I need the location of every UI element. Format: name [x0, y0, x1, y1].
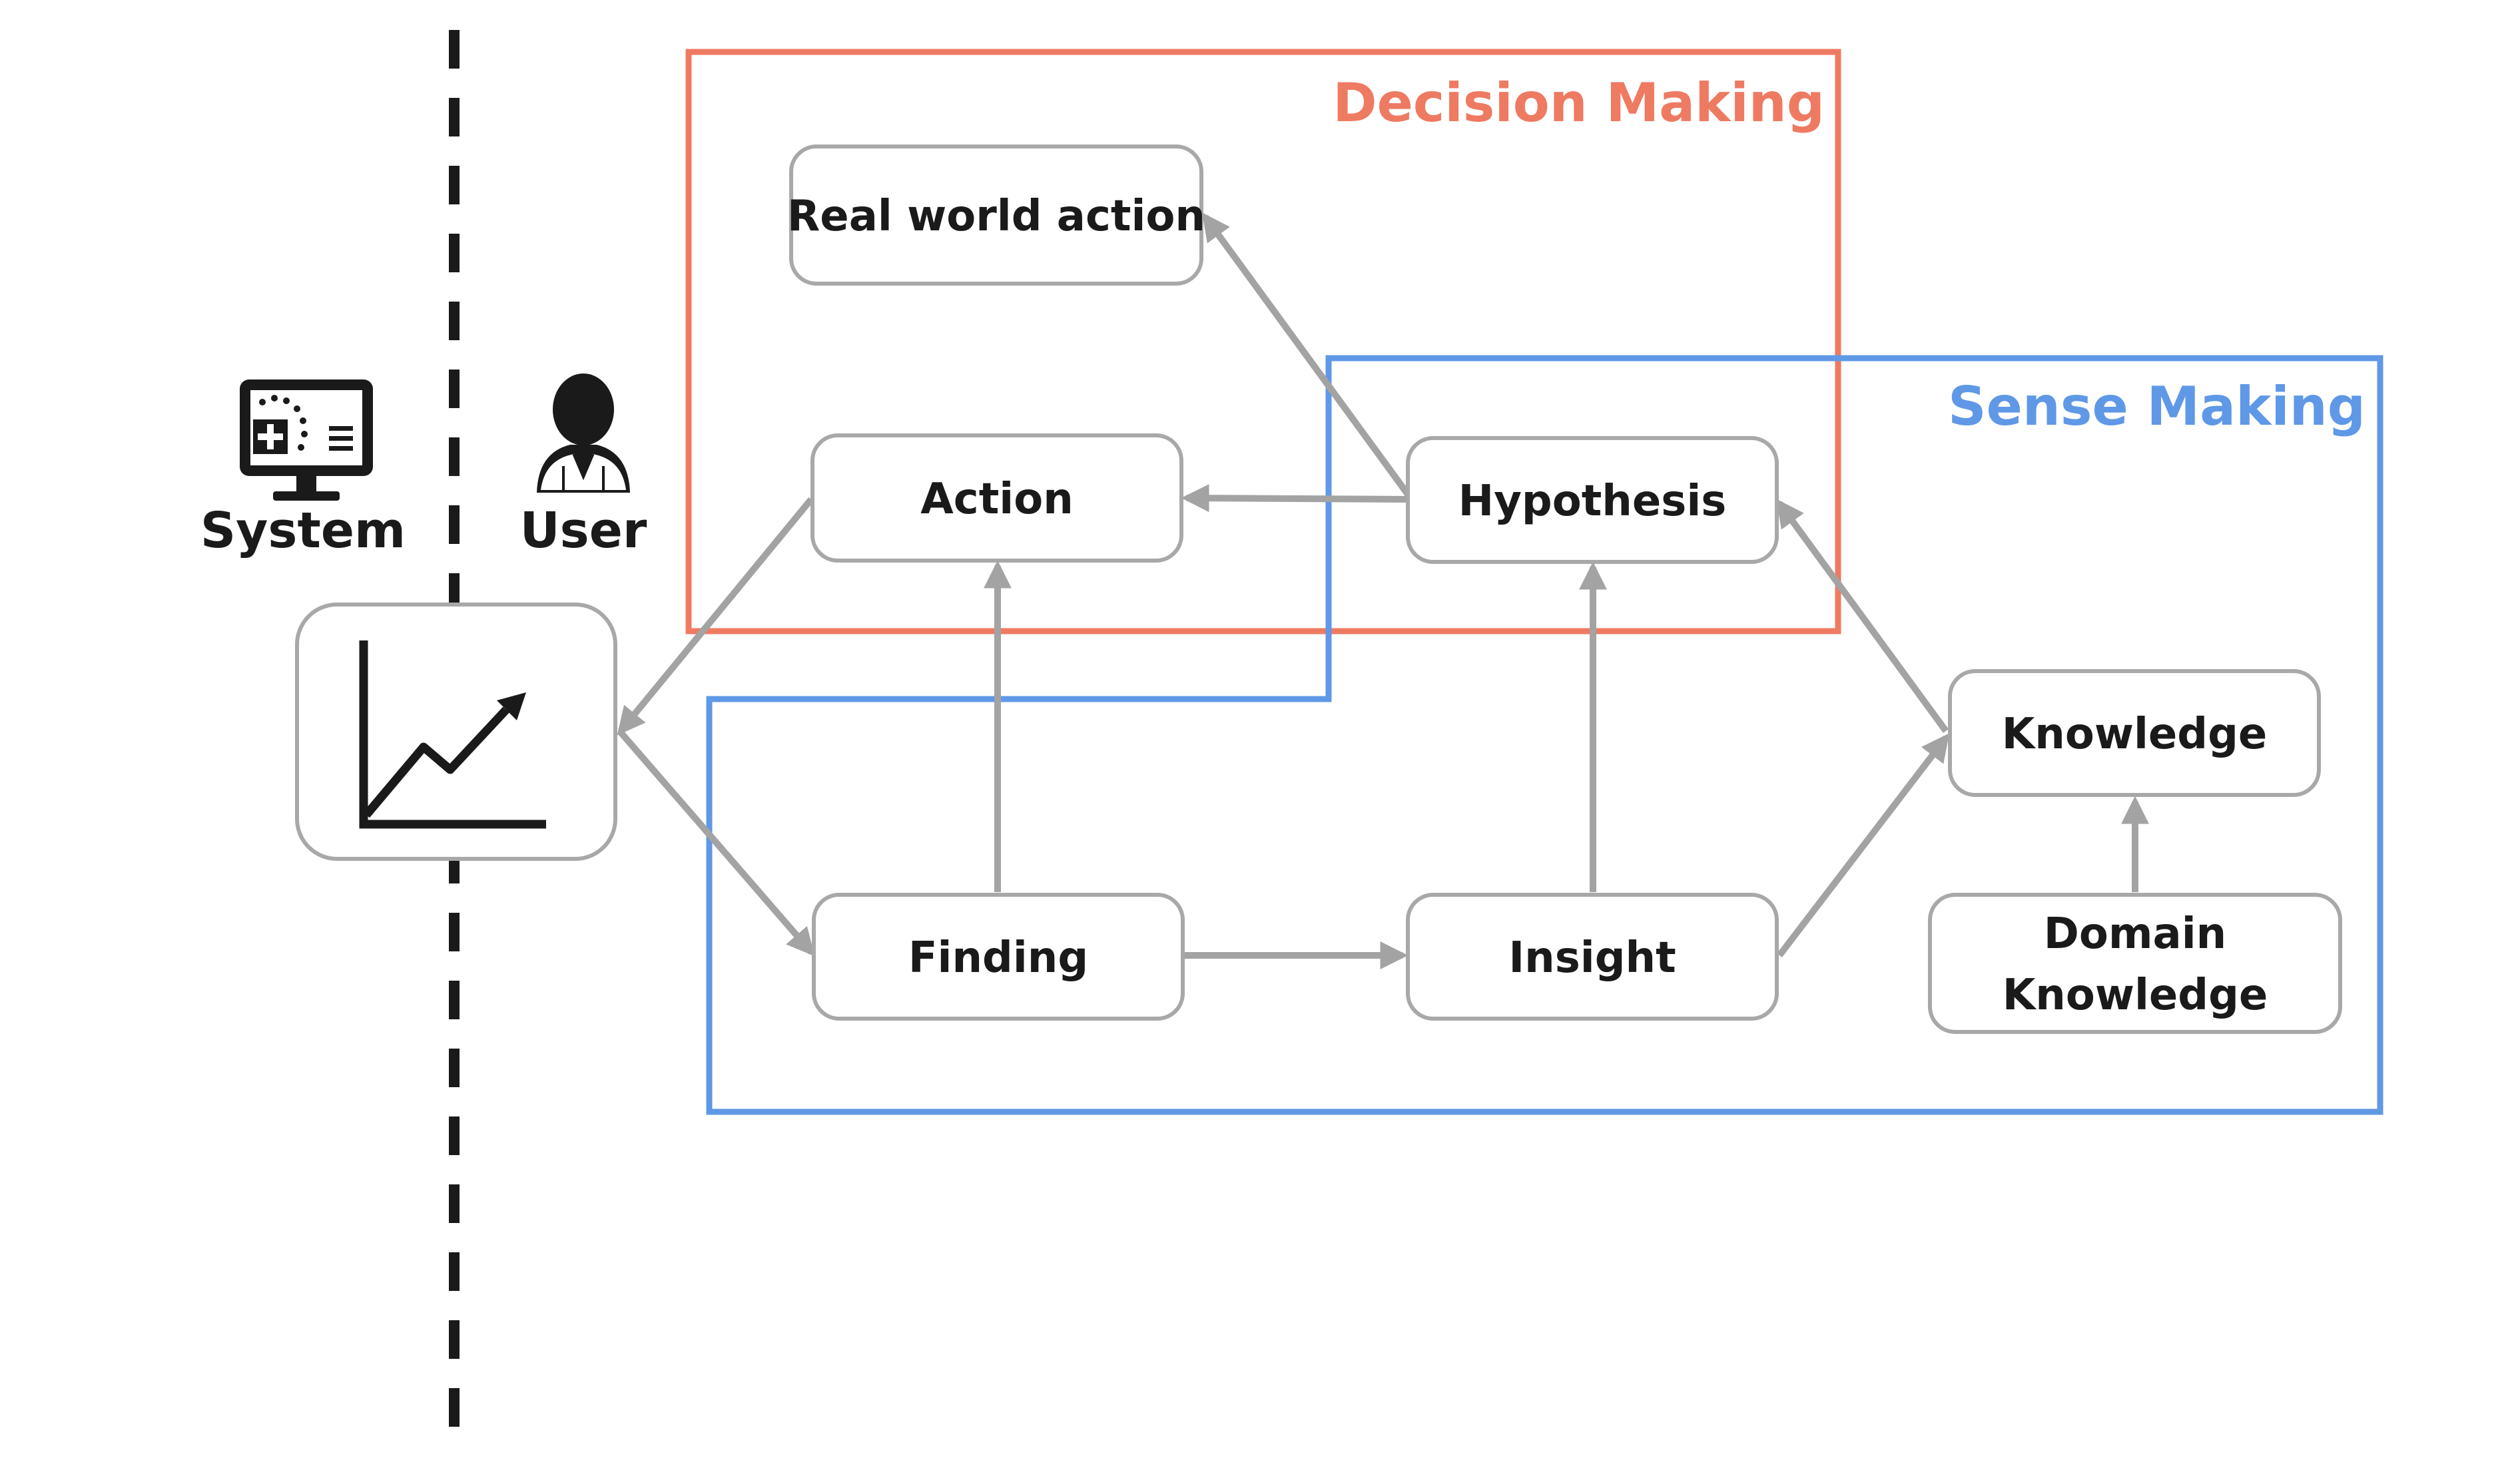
line-chart-icon — [359, 640, 546, 829]
system-label: System — [200, 502, 406, 559]
user-label: User — [520, 502, 647, 559]
node-hypothesis-label: Hypothesis — [1458, 477, 1727, 526]
node-knowledge-label: Knowledge — [2002, 710, 2268, 759]
arrows — [617, 212, 2149, 969]
arrow-action-to-visualization — [617, 497, 814, 736]
node-hypothesis: Hypothesis — [1406, 436, 1779, 564]
arrow-knowledge-to-hypothesis — [1776, 499, 1949, 733]
arrow-visualization-to-finding — [618, 730, 815, 957]
node-action-label: Action — [920, 475, 1074, 524]
decision-making-region — [685, 49, 1841, 634]
monitor-icon — [240, 379, 373, 501]
node-visualization — [295, 603, 617, 861]
decision-making-label: Decision Making — [1333, 72, 1825, 134]
person-icon — [537, 373, 630, 493]
node-domain-knowledge-label-line2: Knowledge — [2003, 971, 2268, 1020]
sense-making-label: Sense Making — [1948, 375, 2365, 437]
arrow-hypothesis-to-action — [1181, 484, 1411, 513]
node-domain-knowledge: Domain Knowledge — [1928, 893, 2342, 1034]
node-action: Action — [810, 433, 1183, 563]
arrow-hypothesis-to-real-world-action — [1202, 212, 1414, 500]
node-insight-label: Insight — [1508, 933, 1676, 983]
node-insight: Insight — [1406, 893, 1779, 1021]
node-real-world-action-label: Real world action — [787, 192, 1205, 241]
node-domain-knowledge-label-line1: Domain — [2044, 909, 2226, 959]
node-real-world-action: Real world action — [787, 144, 1205, 286]
node-finding: Finding — [812, 893, 1185, 1021]
arrow-insight-to-knowledge — [1777, 733, 1950, 958]
sense-making-region — [706, 355, 2383, 1115]
node-knowledge: Knowledge — [1948, 669, 2321, 797]
node-finding-label: Finding — [908, 933, 1088, 983]
